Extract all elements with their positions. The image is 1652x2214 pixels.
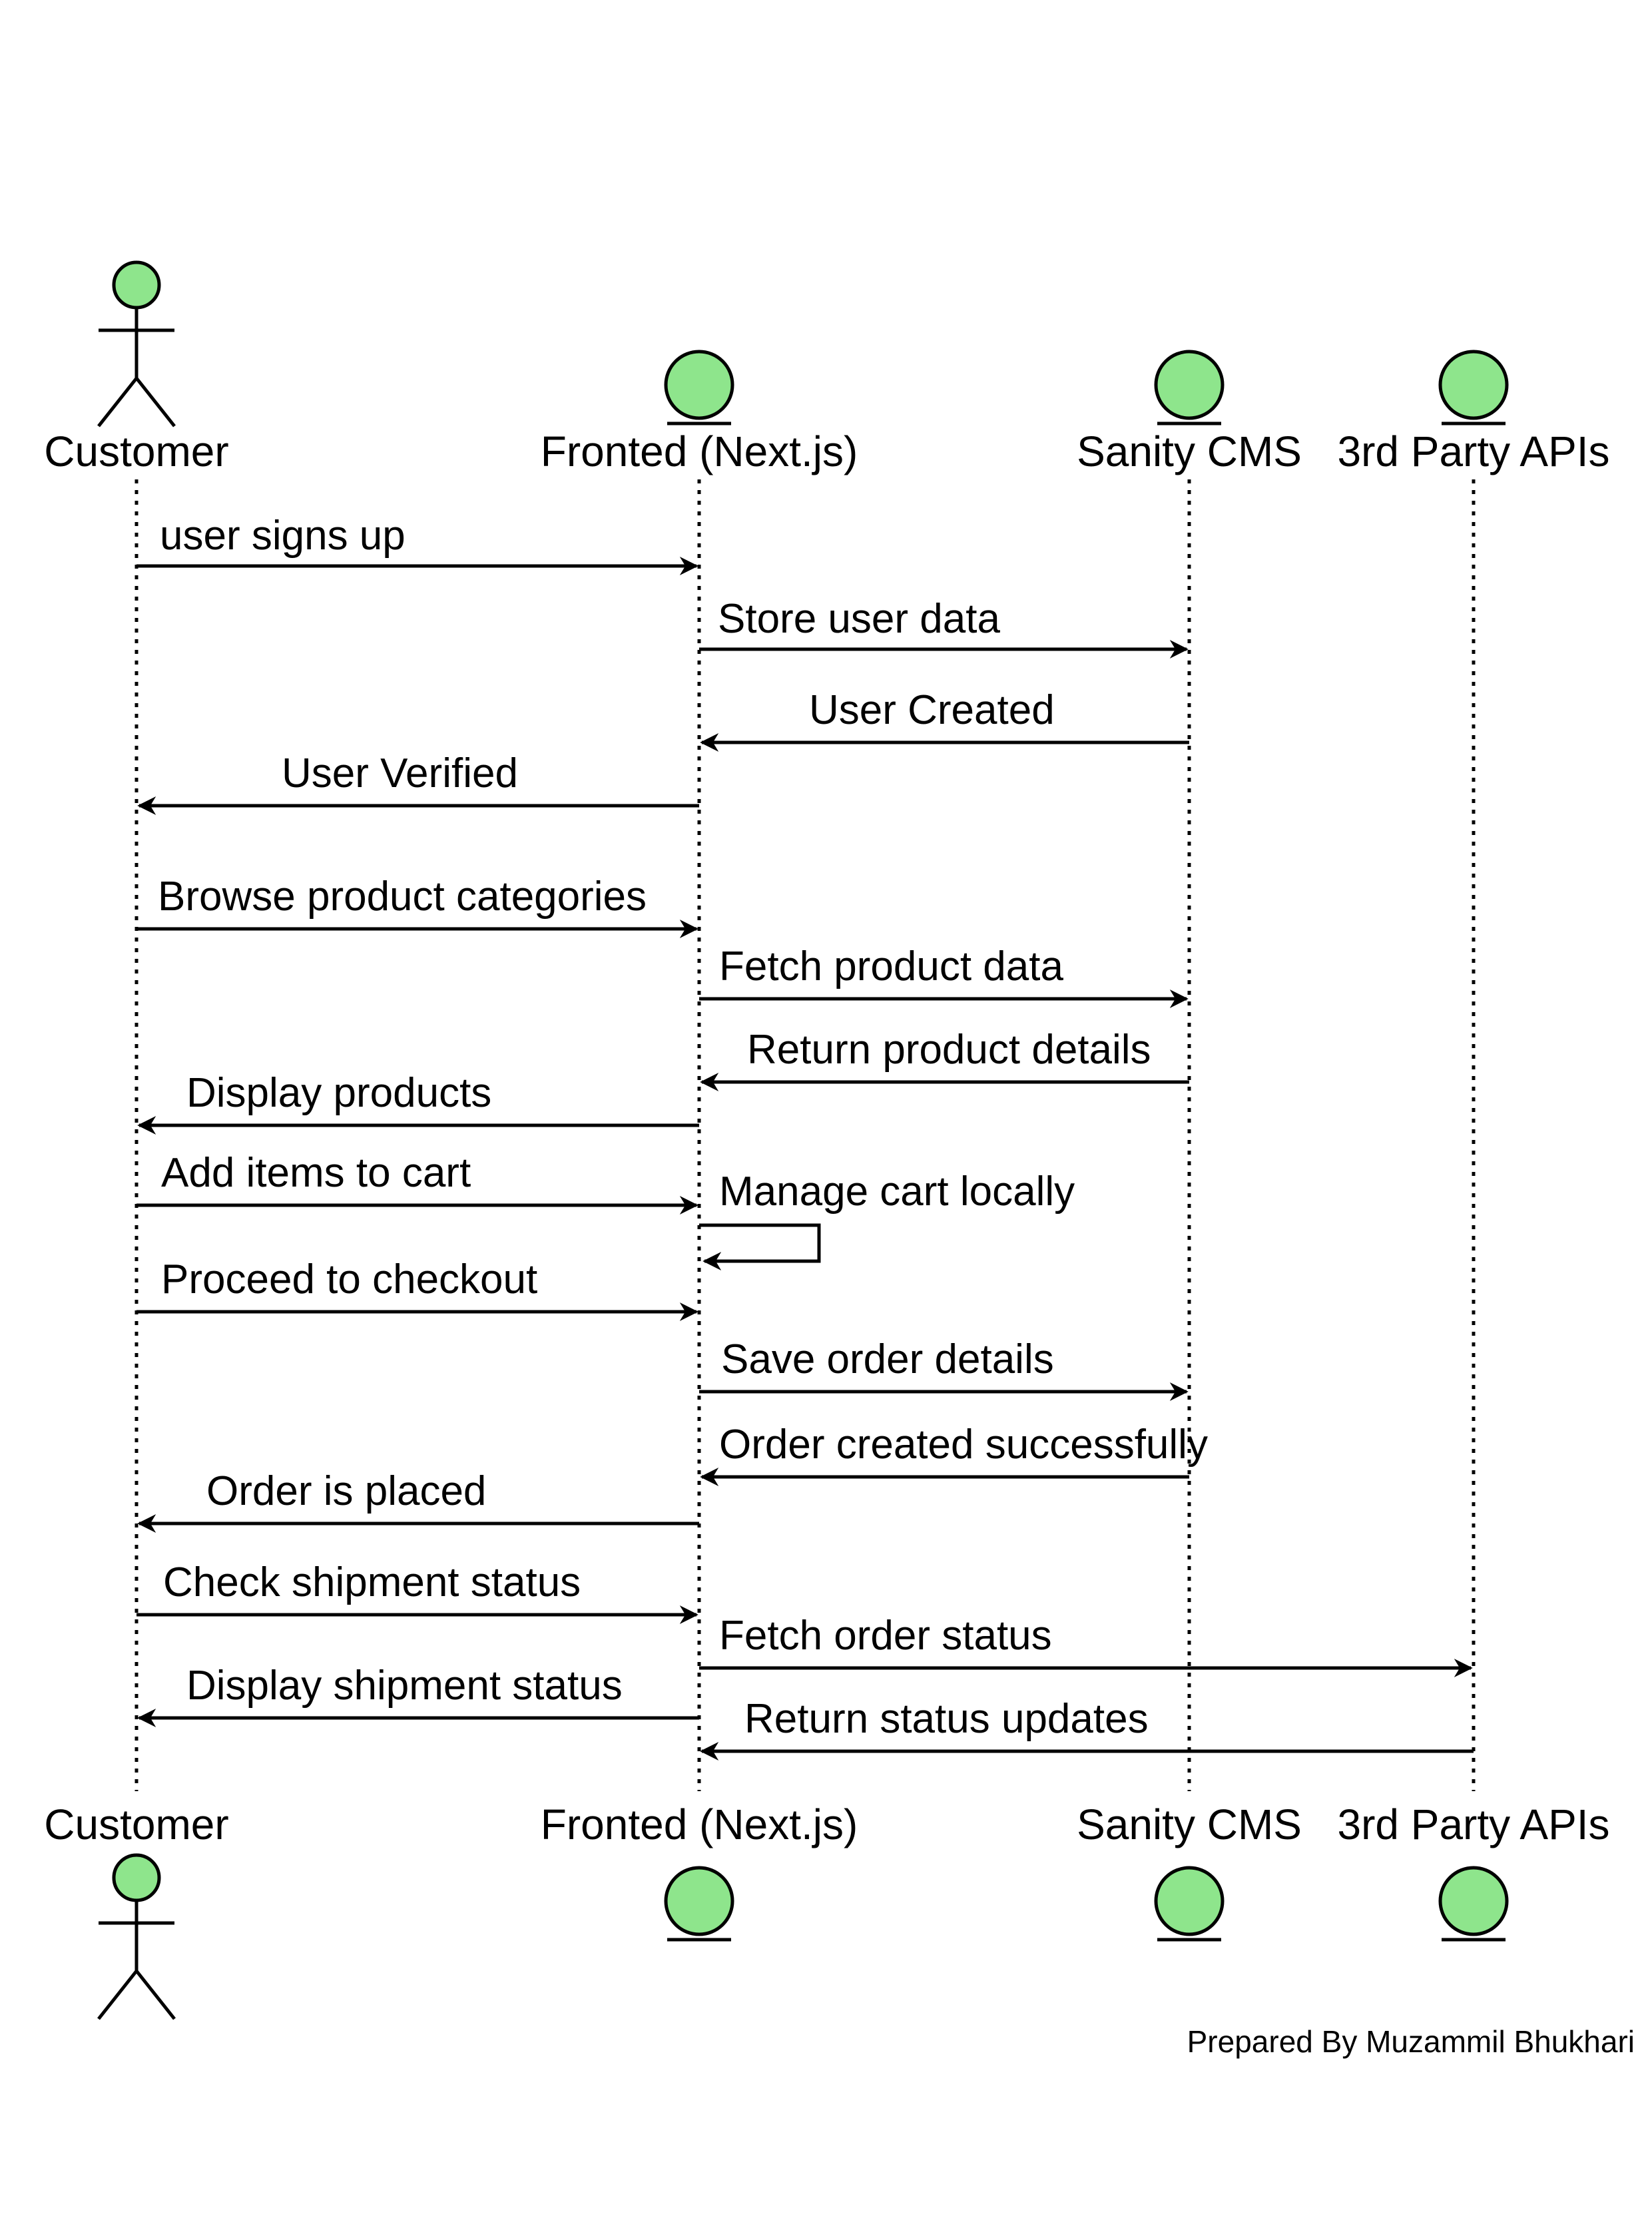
message: User Created [700,687,1189,752]
message: Order created successfully [700,1422,1208,1486]
message-label: Return product details [747,1027,1151,1073]
message: Order is placed [137,1468,699,1533]
entity-icon [1438,350,1509,425]
self-message-arrow [699,1223,821,1270]
message: Display products [137,1070,699,1135]
message-label: Return status updates [744,1696,1149,1742]
message-label: Order created successfully [719,1422,1208,1468]
message: Proceed to checkout [137,1256,698,1321]
entity-icon [1438,1866,1509,1942]
message: Add items to cart [137,1150,698,1215]
message: Return status updates [700,1696,1474,1761]
entity-icon [1154,1866,1225,1942]
entity-icon [664,350,734,425]
message-label: Manage cart locally [719,1169,1075,1215]
participant-label-bottom-customer: Customer [44,1800,228,1848]
participant-label-top-apis: 3rd Party APIs [1337,427,1609,475]
message: Fetch order status [699,1613,1473,1677]
message: User Verified [137,750,699,815]
message-label: Save order details [721,1336,1054,1382]
participant-label-bottom-apis: 3rd Party APIs [1337,1800,1609,1848]
message: Return product details [700,1027,1189,1091]
actor-icon [97,1853,176,2020]
message-label: Check shipment status [163,1559,581,1605]
message-label: Add items to cart [161,1150,471,1196]
participant-label-top-cms: Sanity CMS [1077,427,1302,475]
message: user signs up [137,513,698,575]
message-label: Display products [186,1070,491,1116]
message-label: User Created [809,687,1055,733]
message-label: User Verified [282,750,518,796]
message-label: Fetch order status [719,1613,1052,1659]
participant-label-top-customer: Customer [44,427,228,475]
message-label: Browse product categories [158,874,647,920]
footer-credit: Prepared By Muzammil Bhukhari [1187,2024,1635,2059]
message: Save order details [699,1336,1189,1401]
message-label: Order is placed [206,1468,486,1514]
message: Check shipment status [137,1559,698,1624]
message: Manage cart locally [699,1169,1075,1270]
message: Store user data [699,596,1189,659]
message: Fetch product data [699,944,1189,1008]
participant-label-bottom-cms: Sanity CMS [1077,1800,1302,1848]
participant-label-bottom-frontend: Fronted (Next.js) [541,1800,858,1848]
message: Browse product categories [137,874,698,938]
message-label: Proceed to checkout [161,1256,537,1302]
message-label: Display shipment status [186,1663,623,1709]
participant-label-top-frontend: Fronted (Next.js) [541,427,858,475]
message-label: user signs up [160,513,406,559]
actor-icon [97,260,176,427]
message-label: Store user data [718,596,1000,642]
message: Display shipment status [137,1663,699,1727]
message-label: Fetch product data [719,944,1063,989]
entity-icon [664,1866,734,1942]
entity-icon [1154,350,1225,425]
